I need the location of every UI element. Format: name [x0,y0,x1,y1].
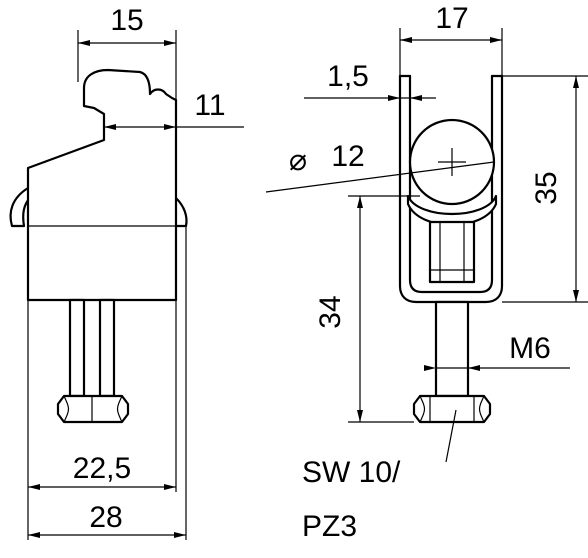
dim-side-inner-width: 22,5 [73,452,131,485]
side-view-bail-right [174,196,188,228]
side-view-body [26,68,178,302]
side-view-screw-shank-left [68,298,86,398]
label-driver: PZ3 [302,510,357,543]
front-view-saddle [406,194,498,227]
dim-thread: M6 [509,332,551,365]
front-view: 17 1,5 ⌀ 12 35 34 M6 [265,2,588,463]
dim-side-step: 11 [194,89,225,122]
dim-front-height: 35 [530,171,563,204]
side-view-hex-nut-face-left [63,395,70,423]
dim-front-lower-height: 34 [314,295,347,328]
side-view-screw-shank-right [98,298,116,398]
dim-front-wall: 1,5 [327,60,369,93]
label-wrench-size: SW 10/ [302,456,401,489]
side-view-hex-nut-face-right [116,395,123,423]
dim-side-total-width: 28 [89,501,122,534]
dim-front-diameter: 12 [331,140,364,173]
front-view-inner-screw [428,220,476,284]
dim-side-width-top: 15 [110,4,143,37]
front-view-screw-shank [434,300,470,398]
side-view-hex-nut [56,394,130,424]
dim-front-diameter-symbol: ⌀ [289,144,307,177]
side-view: 15 11 22,5 28 [9,4,244,540]
front-view-hex-nut [412,394,492,424]
dim-front-width: 17 [435,2,468,35]
front-view-bracket-inner [408,74,494,294]
side-view-bail [9,186,32,228]
